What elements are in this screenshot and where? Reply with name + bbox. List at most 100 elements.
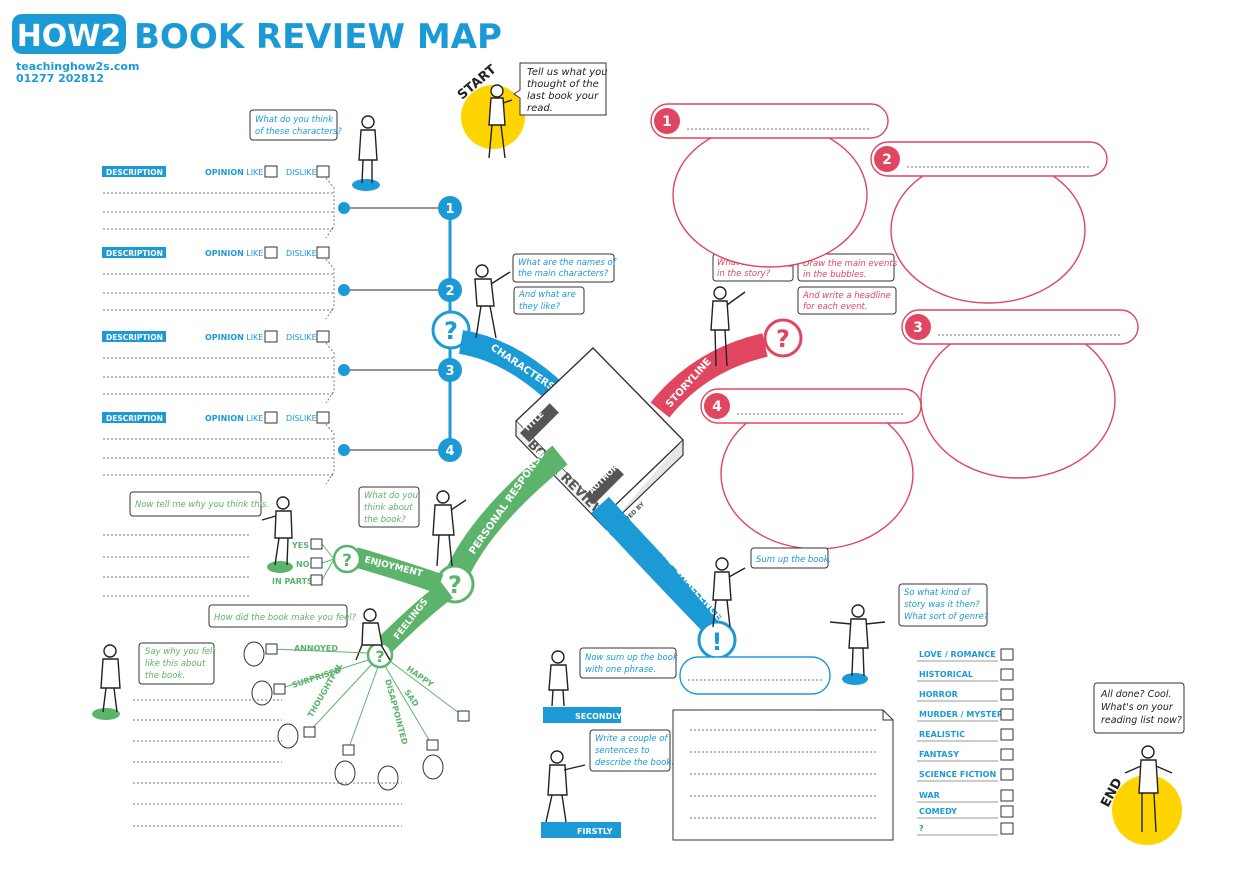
enjoyment-checkbox[interactable]	[310, 574, 323, 586]
dislike-checkbox[interactable]	[316, 411, 330, 424]
enjoyment-option-label: YES	[291, 541, 309, 550]
genre-label: MURDER / MYSTERY	[919, 710, 1009, 719]
dislike-checkbox[interactable]	[316, 246, 330, 259]
enjoyment-bubble-text: Now tell me why you think this.	[135, 500, 269, 510]
event-number: 1	[662, 114, 672, 130]
firstly-bubble	[589, 729, 671, 772]
description-label: DESCRIPTION	[106, 414, 163, 423]
like-label: : LIKE	[241, 414, 263, 423]
storyline-section: STORYLINE ? What's happening in the stor…	[650, 103, 1139, 550]
firstly-tag	[541, 822, 621, 838]
sentence-paper[interactable]	[672, 709, 894, 841]
storyline-headline-text: And write a headline for each event.	[802, 291, 894, 312]
connector-dot	[338, 444, 350, 456]
genre-checkbox[interactable]	[1000, 668, 1014, 681]
firstly-label: FIRSTLY	[577, 827, 613, 836]
figure-shadow	[842, 673, 868, 685]
event-number: 3	[913, 320, 923, 336]
explaining-figure-icon	[261, 496, 293, 566]
personal-question-text: What do you think about the book?	[364, 491, 421, 525]
genre-checkbox[interactable]	[1000, 822, 1014, 835]
genre-checkbox[interactable]	[1000, 789, 1014, 802]
feeling-checkbox[interactable]	[303, 726, 316, 738]
genre-checkbox[interactable]	[1000, 728, 1014, 741]
characters-question-text: What do you think of these characters?	[255, 115, 342, 137]
one-phrase-box[interactable]	[679, 656, 831, 695]
genre-checkbox[interactable]	[1000, 805, 1014, 818]
secondly-tag	[543, 707, 621, 723]
face-icon	[422, 754, 444, 780]
dislike-checkbox[interactable]	[316, 165, 330, 178]
genre-checkbox[interactable]	[1000, 648, 1014, 661]
feeling-checkbox[interactable]	[457, 710, 470, 722]
face-icon	[277, 723, 299, 749]
logo-text: HOW2	[17, 19, 122, 54]
feelings-question-mark: ?	[375, 647, 384, 666]
dislike-checkbox[interactable]	[316, 330, 330, 343]
dislike-label: DISLIKE	[286, 249, 317, 258]
feeling-checkbox[interactable]	[265, 643, 278, 655]
feeling-checkbox[interactable]	[342, 744, 355, 756]
feelings-bubble-text: How did the book make you feel?	[214, 613, 357, 623]
genre-checkbox[interactable]	[1000, 708, 1014, 721]
genre-section: So what kind of story was it then? What …	[829, 583, 1014, 836]
enjoyment-checkbox[interactable]	[310, 538, 323, 550]
like-checkbox[interactable]	[264, 165, 278, 178]
enjoyment-question-mark: ?	[342, 551, 352, 571]
genre-bubble-text: So what kind of story was it then? What …	[904, 588, 989, 622]
feeling-label: SAD	[402, 688, 420, 709]
characters-question-bubble	[249, 109, 338, 141]
genre-label: SCIENCE FICTION	[919, 770, 996, 779]
event-number: 2	[882, 152, 892, 168]
writing-figure-icon	[545, 750, 586, 823]
like-checkbox[interactable]	[264, 246, 278, 259]
word-challenge-bubble-text: Sum up the book.	[756, 555, 831, 565]
personal-response-section: PERSONAL RESPONSE ? What do you think ab…	[92, 445, 568, 827]
book-author-tag	[585, 465, 624, 505]
event-drawing-bubble[interactable]	[672, 122, 868, 268]
genre-label: LOVE / ROMANCE	[919, 650, 996, 659]
like-checkbox[interactable]	[264, 411, 278, 424]
thinking-figure-icon	[358, 115, 378, 184]
event-drawing-bubble[interactable]	[920, 321, 1116, 479]
end-section: END All done? Cool. What's on your readi…	[1093, 682, 1185, 845]
genre-checkbox[interactable]	[1000, 688, 1014, 701]
storyline-question-mark: ?	[776, 325, 790, 353]
header: HOW2 BOOK REVIEW MAP teachinghow2s.com 0…	[12, 14, 502, 85]
start-section: START Tell us what you thought of the la…	[455, 62, 608, 159]
feelings-why-bubble	[138, 642, 215, 685]
book-title-tag	[520, 403, 559, 443]
characters-names-text: What are the names of the main character…	[518, 258, 618, 279]
storyteller-figure-icon	[710, 286, 746, 367]
word-challenge-mark: !	[712, 628, 723, 656]
like-label: : LIKE	[241, 168, 263, 177]
like-checkbox[interactable]	[264, 330, 278, 343]
page-title: BOOK REVIEW MAP	[134, 17, 502, 57]
event-headline-box[interactable]	[901, 309, 1139, 345]
storyline-headline-bubble	[797, 286, 897, 315]
event-drawing-bubble[interactable]	[890, 156, 1086, 304]
enjoyment-checkbox[interactable]	[310, 557, 323, 569]
event-headline-box[interactable]	[870, 141, 1108, 177]
event-headline-box[interactable]	[700, 388, 922, 424]
figure-shadow	[267, 561, 293, 573]
suit-figure-icon	[432, 490, 467, 567]
event-number-circle	[905, 314, 931, 340]
description-label: DESCRIPTION	[106, 333, 163, 342]
website-link[interactable]: teachinghow2s.com	[16, 60, 139, 73]
character-number: 4	[445, 444, 454, 459]
genre-label: HORROR	[919, 690, 958, 699]
feeling-checkbox[interactable]	[273, 683, 286, 695]
feeling-checkbox[interactable]	[426, 739, 439, 751]
genre-checkbox[interactable]	[1000, 748, 1014, 761]
enjoyment-option-label: IN PARTS	[272, 577, 313, 586]
genre-label: WAR	[919, 791, 940, 800]
connector-dot	[338, 284, 350, 296]
character-number-circle	[438, 358, 462, 382]
storyline-question-circle	[763, 318, 803, 358]
connector-dot	[338, 364, 350, 376]
genre-checkbox[interactable]	[1000, 768, 1014, 781]
event-headline-box[interactable]	[650, 103, 889, 139]
characters-like-bubble	[513, 286, 585, 315]
questioning-figure-icon	[829, 604, 886, 677]
